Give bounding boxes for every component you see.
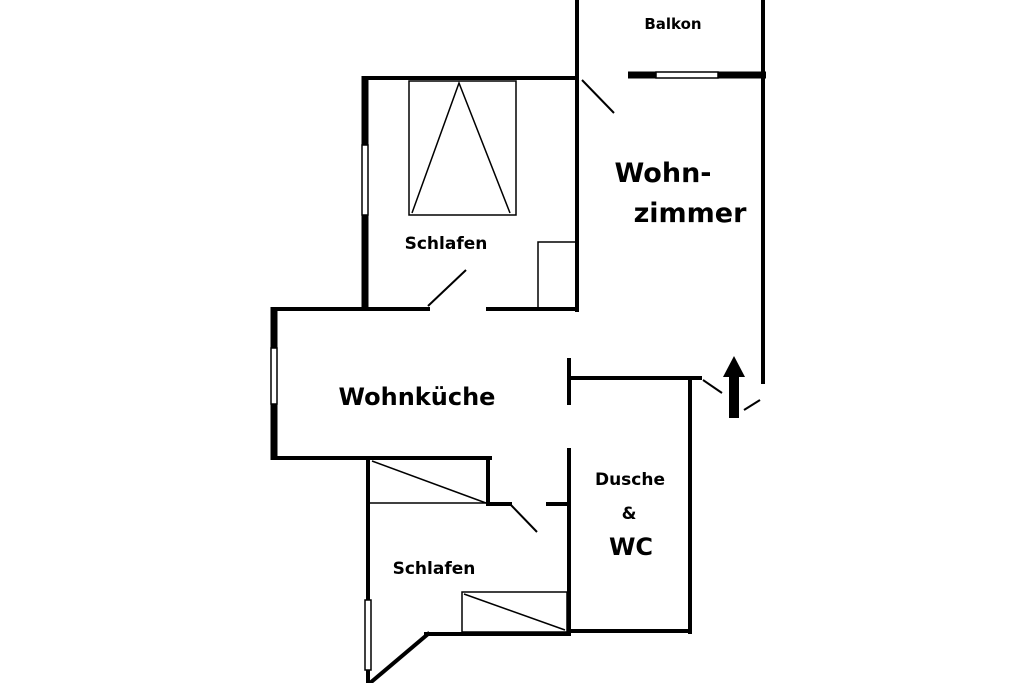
wardrobe-bottom-furniture [461, 591, 568, 633]
balkon-window [655, 71, 719, 79]
schlafen-top-window [361, 144, 369, 216]
schlafen-bottom-window [364, 599, 372, 671]
balkon-door [581, 79, 615, 114]
bed-cover [411, 80, 511, 214]
dusche-label-line1: Dusche [595, 470, 665, 490]
schlafen-top-label: Schlafen [405, 234, 488, 254]
bed-frame [408, 80, 517, 216]
wardrobe-top-diagonal [371, 460, 487, 504]
wardrobe-bottom-diagonal [463, 593, 566, 631]
balkon-room [575, 0, 766, 80]
entrance-arrow-icon [723, 356, 745, 418]
wohnzimmer-label-line2: zimmer [634, 198, 748, 229]
wohnkueche-window [270, 347, 278, 405]
schlafen-bottom-label: Schlafen [393, 559, 476, 579]
dusche-wc-room [567, 376, 692, 634]
wohnzimmer-label-line1: Wohn- [614, 158, 711, 189]
entrance [702, 356, 761, 418]
wohnzimmer-room [575, 76, 765, 384]
schlafen-bottom-room [364, 456, 571, 683]
schlafen-top-room [361, 76, 579, 311]
schlafen-top-door [427, 269, 467, 307]
balkon-label: Balkon [644, 15, 701, 33]
wohnkueche-room [270, 307, 702, 460]
dusche-label-line3: WC [609, 533, 653, 561]
bed-furniture [408, 80, 517, 216]
wardrobe-bottom-frame [461, 591, 568, 633]
entrance-door-right [743, 399, 761, 411]
entrance-door-left [702, 379, 723, 394]
schlafen-bottom-door [509, 503, 538, 533]
wohnkueche-label: Wohnküche [339, 383, 496, 411]
wardrobe-top-furniture [370, 460, 487, 504]
schlafen-bottom-diagonal-wall [367, 631, 431, 683]
cabinet-furniture [537, 241, 577, 309]
dusche-label-line2: & [622, 504, 637, 524]
